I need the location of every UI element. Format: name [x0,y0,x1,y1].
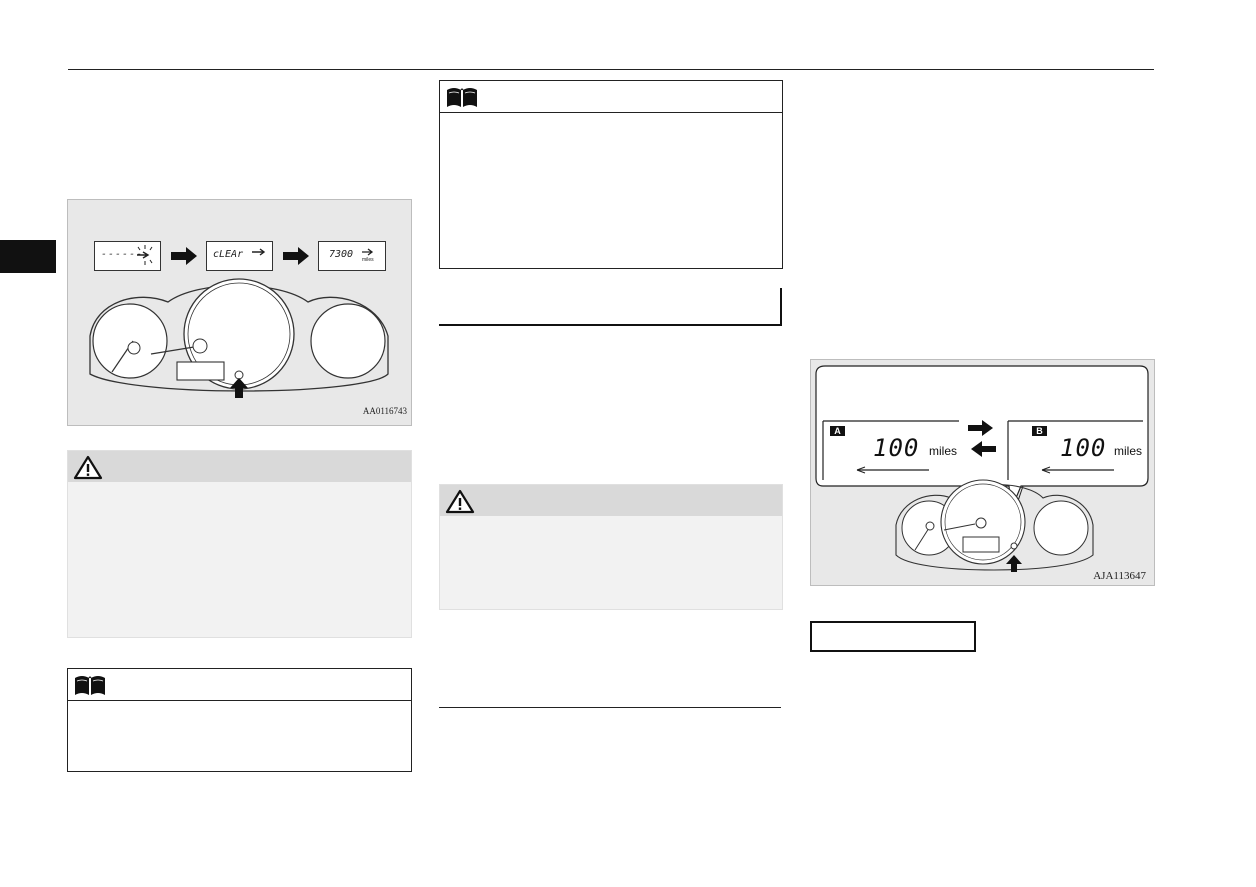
section-tab [0,240,56,273]
display-callout [815,365,1149,572]
trip-b-value: 100 [1060,434,1107,462]
warning-triangle-icon [73,455,103,480]
trip-a-unit: miles [929,444,958,458]
heading-label-box [810,621,976,652]
note-header [440,81,782,113]
figure-trip-meter: A 100 miles B 100 miles AJA113647 [810,359,1155,586]
note-box [67,668,412,772]
wrench-blinking-icon [137,245,153,265]
note-box [439,80,783,269]
warning-box [67,450,412,638]
open-book-icon [75,676,105,695]
trip-b-unit: miles [1114,444,1143,458]
warning-box [439,484,783,610]
figure-id: AJA113647 [1093,570,1146,582]
figure-reset-procedure: ------ cLEAr 7300 miles [67,199,412,426]
section-heading-rule [439,288,782,326]
lcd-step-2-text: cLEAr [213,249,244,260]
trip-b-badge: B [1032,426,1047,436]
wrench-icon [362,248,374,256]
warning-header [440,485,782,516]
header-rule [68,69,1154,70]
wrench-icon [252,248,266,256]
open-book-icon [447,88,477,107]
instrument-cluster-drawing [89,278,389,398]
lcd-step-1: ------ [94,241,161,271]
arrow-right-icon [283,247,309,265]
figure-id: AA0116743 [362,406,407,416]
lcd-step-3-unit: miles [362,257,374,263]
trip-a-badge: A [830,426,845,436]
note-header [68,669,411,701]
lcd-step-2: cLEAr [206,241,273,271]
divider-rule [439,707,781,708]
trip-a-value: 100 [873,434,920,462]
lcd-step-3: 7300 miles [318,241,386,271]
warning-header [68,451,411,482]
lcd-step-3-text: 7300 [329,249,354,260]
arrow-right-icon [171,247,197,265]
warning-triangle-icon [445,489,475,514]
lcd-step-1-text: ------ [101,249,144,260]
